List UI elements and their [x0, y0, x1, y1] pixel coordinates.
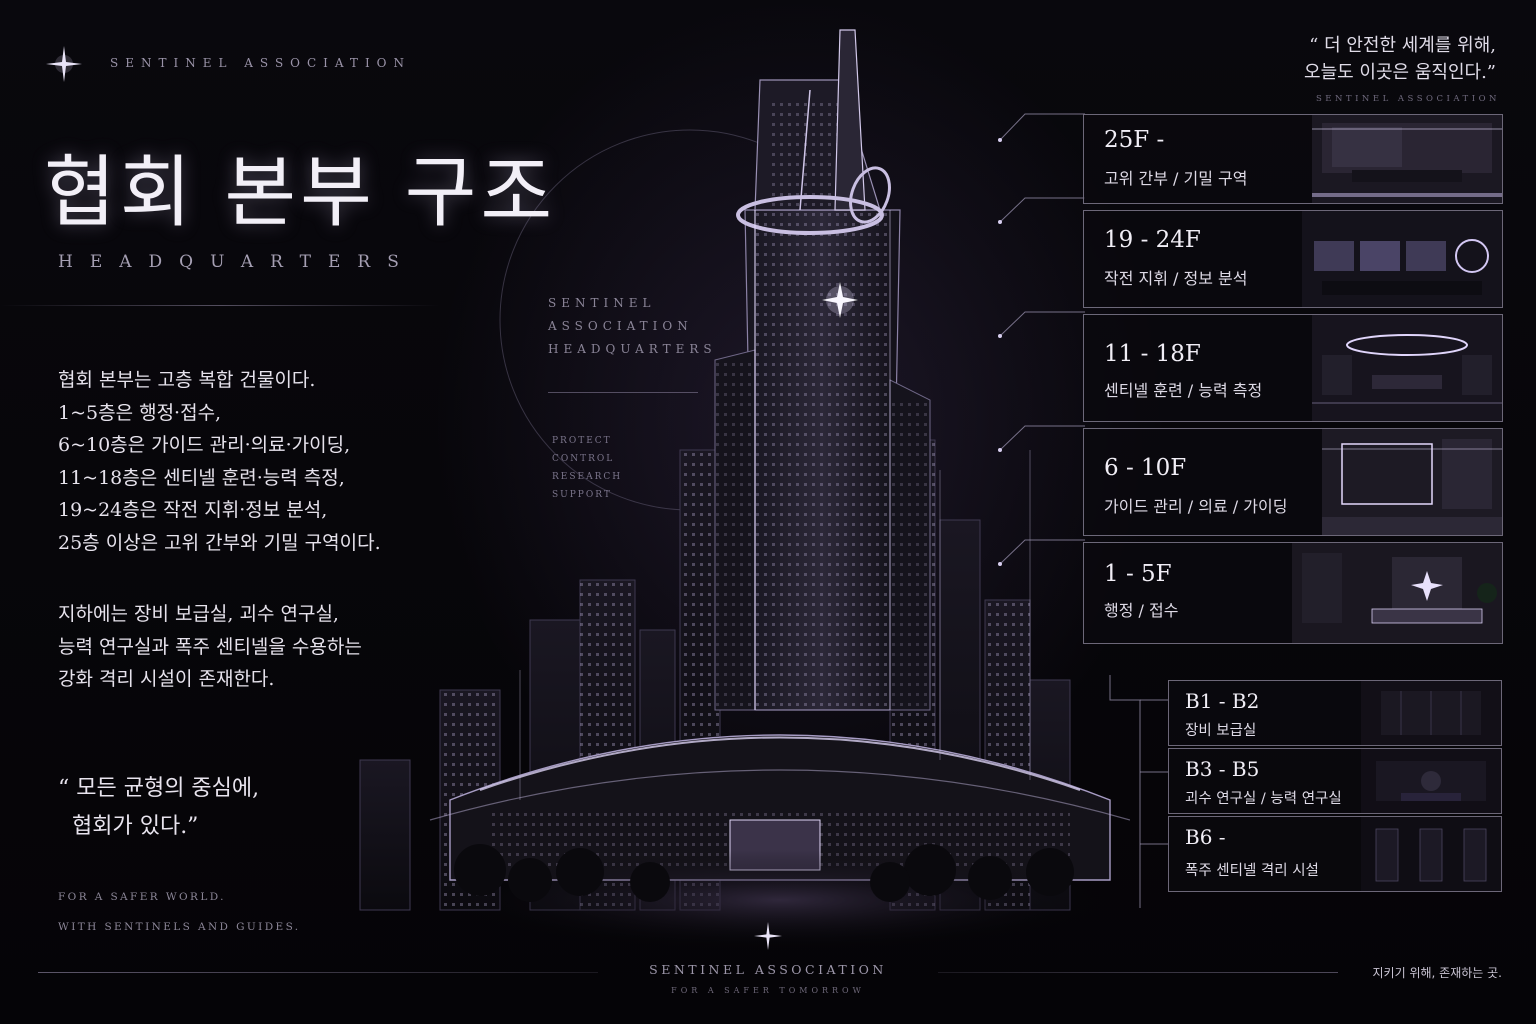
training-hall-image: [1312, 315, 1502, 421]
description-line: 25층 이상은 고위 간부와 기밀 구역이다.: [58, 531, 381, 554]
research-lab-image: [1361, 749, 1501, 813]
floor-label: 25F -: [1104, 127, 1165, 153]
quote-left-line-2: 협회가 있다.”: [72, 814, 199, 839]
floor-card-b3-b5[interactable]: B3 - B5 괴수 연구실 / 능력 연구실: [1168, 748, 1502, 814]
floor-card-19-24f[interactable]: 19 - 24F 작전 지휘 / 정보 분석: [1083, 210, 1503, 308]
floor-description: 고위 간부 / 기밀 구역: [1104, 169, 1248, 188]
slogan-line-1: FOR A SAFER WORLD.: [58, 891, 226, 903]
description-line: 능력 연구실과 폭주 센티넬을 수용하는: [58, 635, 362, 658]
reception-lobby-image: [1292, 543, 1502, 643]
quote-right-line-2: 오늘도 이곳은 움직인다.”: [1304, 62, 1496, 83]
quote-right-source: SENTINEL ASSOCIATION: [1315, 94, 1500, 104]
floor-label: B1 - B2: [1185, 689, 1260, 713]
footer-divider-left: [38, 972, 598, 973]
floor-card-b6[interactable]: B6 - 폭주 센티넬 격리 시설: [1168, 816, 1502, 892]
quote-right-line-1: “ 더 안전한 세계를 위해,: [1309, 35, 1496, 56]
floor-label: 11 - 18F: [1104, 341, 1201, 367]
equipment-room-image: [1361, 681, 1501, 745]
quote-left-line-1: “ 모든 균형의 중심에,: [58, 776, 260, 801]
floor-card-25f[interactable]: 25F - 고위 간부 / 기밀 구역: [1083, 114, 1503, 204]
floor-label: B3 - B5: [1185, 757, 1260, 781]
floor-description: 괴수 연구실 / 능력 연구실: [1185, 791, 1342, 807]
floor-description: 장비 보급실: [1185, 723, 1257, 739]
floor-description: 행정 / 접수: [1104, 601, 1179, 620]
footer-motto: 지키기 위해, 존재하는 곳.: [1372, 966, 1502, 980]
keyword: SUPPORT: [552, 490, 612, 500]
center-overlay-label: SENTINEL ASSOCIATION HEADQUARTERS: [548, 292, 717, 361]
floor-description: 센티넬 훈련 / 능력 측정: [1104, 381, 1263, 400]
floor-card-11-18f[interactable]: 11 - 18F 센티넬 훈련 / 능력 측정: [1083, 314, 1503, 422]
floor-description: 작전 지휘 / 정보 분석: [1104, 269, 1248, 288]
floor-label: B6 -: [1185, 825, 1226, 849]
description-line: 협회 본부는 고층 복합 건물이다.: [58, 369, 316, 391]
center-label-line: SENTINEL: [548, 296, 656, 310]
description-paragraph-2: 지하에는 장비 보급실, 괴수 연구실, 능력 연구실과 폭주 센티넬을 수용하…: [58, 598, 362, 696]
executive-room-image: [1312, 115, 1502, 203]
keyword: CONTROL: [552, 454, 615, 464]
command-room-image: [1302, 211, 1502, 307]
headquarters-building-illustration: [359, 29, 1130, 950]
floor-description: 폭주 센티넬 격리 시설: [1185, 863, 1319, 879]
center-label-line: ASSOCIATION: [548, 319, 693, 333]
footer-tagline: FOR A SAFER TOMORROW: [671, 986, 865, 995]
description-line: 지하에는 장비 보급실, 괴수 연구실,: [58, 603, 339, 625]
brand-name: SENTINEL ASSOCIATION: [110, 56, 412, 70]
page-title: 협회 본부 구조: [44, 148, 557, 238]
floor-label: 1 - 5F: [1104, 561, 1172, 587]
quote-right: “ 더 안전한 세계를 위해, 오늘도 이곳은 움직인다.”: [1304, 32, 1496, 86]
center-keywords: PROTECT CONTROL RESEARCH SUPPORT: [552, 432, 622, 504]
sparkle-star-icon: [754, 922, 782, 950]
floor-card-6-10f[interactable]: 6 - 10F 가이드 관리 / 의료 / 가이딩: [1083, 428, 1503, 536]
description-line: 19~24층은 작전 지휘·정보 분석,: [58, 499, 328, 521]
sparkle-star-icon: [46, 46, 82, 82]
description-paragraph-1: 협회 본부는 고층 복합 건물이다. 1~5층은 행정·접수, 6~10층은 가…: [58, 364, 381, 559]
description-line: 강화 격리 시설이 존재한다.: [58, 668, 275, 690]
floor-label: 19 - 24F: [1104, 227, 1201, 253]
description-line: 1~5층은 행정·접수,: [58, 401, 222, 424]
slogan-line-2: WITH SENTINELS AND GUIDES.: [58, 921, 301, 933]
floor-card-b1-b2[interactable]: B1 - B2 장비 보급실: [1168, 680, 1502, 746]
center-divider: [548, 392, 698, 393]
containment-facility-image: [1361, 817, 1501, 891]
floor-description: 가이드 관리 / 의료 / 가이딩: [1104, 497, 1288, 516]
description-line: 11~18층은 센티넬 훈련·능력 측정,: [58, 466, 345, 489]
floor-card-1-5f[interactable]: 1 - 5F 행정 / 접수: [1083, 542, 1503, 644]
page-subtitle: HEADQUARTERS: [58, 252, 416, 272]
center-label-line: HEADQUARTERS: [548, 342, 717, 356]
description-line: 6~10층은 가이드 관리·의료·가이딩,: [58, 434, 351, 456]
keyword: PROTECT: [552, 436, 612, 446]
footer-divider-right: [938, 972, 1338, 973]
quote-left: “ 모든 균형의 중심에, 협회가 있다.”: [58, 770, 259, 846]
floor-label: 6 - 10F: [1104, 455, 1187, 481]
leader-lines: [998, 113, 1168, 908]
title-divider: [0, 305, 440, 306]
footer-brand-name: SENTINEL ASSOCIATION: [649, 962, 887, 977]
slogan-left: FOR A SAFER WORLD. WITH SENTINELS AND GU…: [58, 882, 301, 942]
medical-wing-image: [1322, 429, 1502, 535]
keyword: RESEARCH: [552, 472, 623, 482]
